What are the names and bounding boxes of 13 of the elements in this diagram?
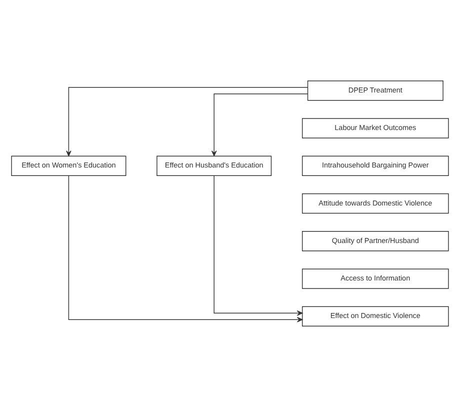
arrow — [214, 174, 303, 316]
arrow — [211, 93, 308, 156]
node-box: Access to Information — [302, 268, 449, 288]
node-box: Effect on Domestic Violence — [302, 306, 449, 326]
node-box: DPEP Treatment — [307, 80, 444, 100]
node-box: Intrahousehold Bargaining Power — [302, 155, 449, 176]
node-box: Attitude towards Domestic Violence — [302, 192, 449, 214]
node-box: Labour Market Outcomes — [302, 118, 449, 138]
node-box: Quality of Partner/Husband — [302, 230, 449, 251]
node-box: Effect on Husband's Education — [156, 155, 272, 176]
arrow — [66, 86, 308, 156]
node-box: Effect on Women's Education — [11, 155, 126, 176]
arrow — [68, 174, 303, 322]
